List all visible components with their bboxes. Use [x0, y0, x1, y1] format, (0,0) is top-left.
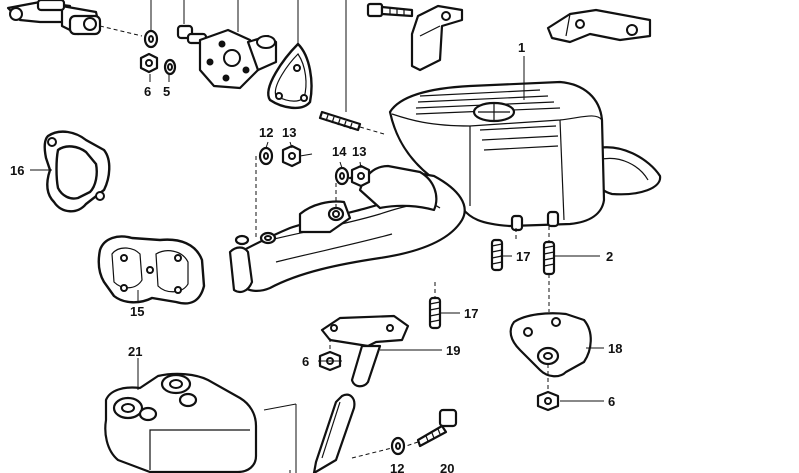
- pipe-lower: [312, 393, 356, 473]
- callout-21: 21: [128, 344, 142, 359]
- valve-assembly: [6, 0, 143, 37]
- bolt-top: [366, 2, 414, 18]
- callout-19: 19: [446, 343, 460, 358]
- washer-12-bottom: [351, 436, 406, 459]
- long-stud: [318, 0, 385, 135]
- callout-6: 6: [302, 354, 309, 369]
- callout-16: 16: [10, 163, 24, 178]
- bracket-18: [509, 312, 592, 390]
- callout-6: 6: [144, 84, 151, 99]
- callout-18: 18: [608, 341, 622, 356]
- callout-12: 12: [259, 125, 273, 140]
- stud-17-upper: [490, 228, 517, 272]
- washer-12-left: [255, 146, 274, 240]
- callout-14: 14: [332, 144, 347, 159]
- stud-2: [542, 226, 556, 312]
- callout-17: 17: [516, 249, 530, 264]
- support-bracket-19: [320, 314, 410, 388]
- intake-manifold: [388, 80, 662, 232]
- stud-17-lower: [428, 282, 442, 330]
- callout-5: 5: [163, 84, 170, 99]
- callout-1: 1: [518, 40, 525, 55]
- callout-12: 12: [390, 461, 404, 473]
- leader-lines: [30, 56, 604, 402]
- callout-20: 20: [440, 461, 454, 473]
- washer-14: [334, 166, 350, 212]
- gasket-15: [97, 235, 206, 305]
- bracket-top: [410, 4, 464, 72]
- callout-13: 13: [352, 144, 366, 159]
- gasket-16: [43, 130, 111, 213]
- callout-15: 15: [130, 304, 144, 319]
- stud-pins: [176, 0, 208, 45]
- bracket-right: [546, 8, 652, 44]
- nut-6-top: [139, 52, 159, 74]
- washer-5: [163, 58, 177, 76]
- callout-13: 13: [282, 125, 296, 140]
- callout-2: 2: [606, 249, 613, 264]
- bracket-21: [104, 358, 297, 473]
- nut-13-left: [281, 144, 313, 168]
- nut-13-center: [350, 164, 371, 188]
- manifold-runners: [228, 164, 466, 293]
- callout-17: 17: [464, 306, 478, 321]
- triangular-gasket: [267, 0, 313, 110]
- bolt-20: [405, 408, 458, 448]
- nut-6-right: [536, 390, 560, 412]
- callout-6: 6: [608, 394, 615, 409]
- washer-top-left: [143, 0, 159, 49]
- valve-body: [198, 0, 278, 90]
- callout-labels: 1 2 5 6 6 6 12 12 13 13 14 15 16 17 17 1…: [10, 40, 622, 473]
